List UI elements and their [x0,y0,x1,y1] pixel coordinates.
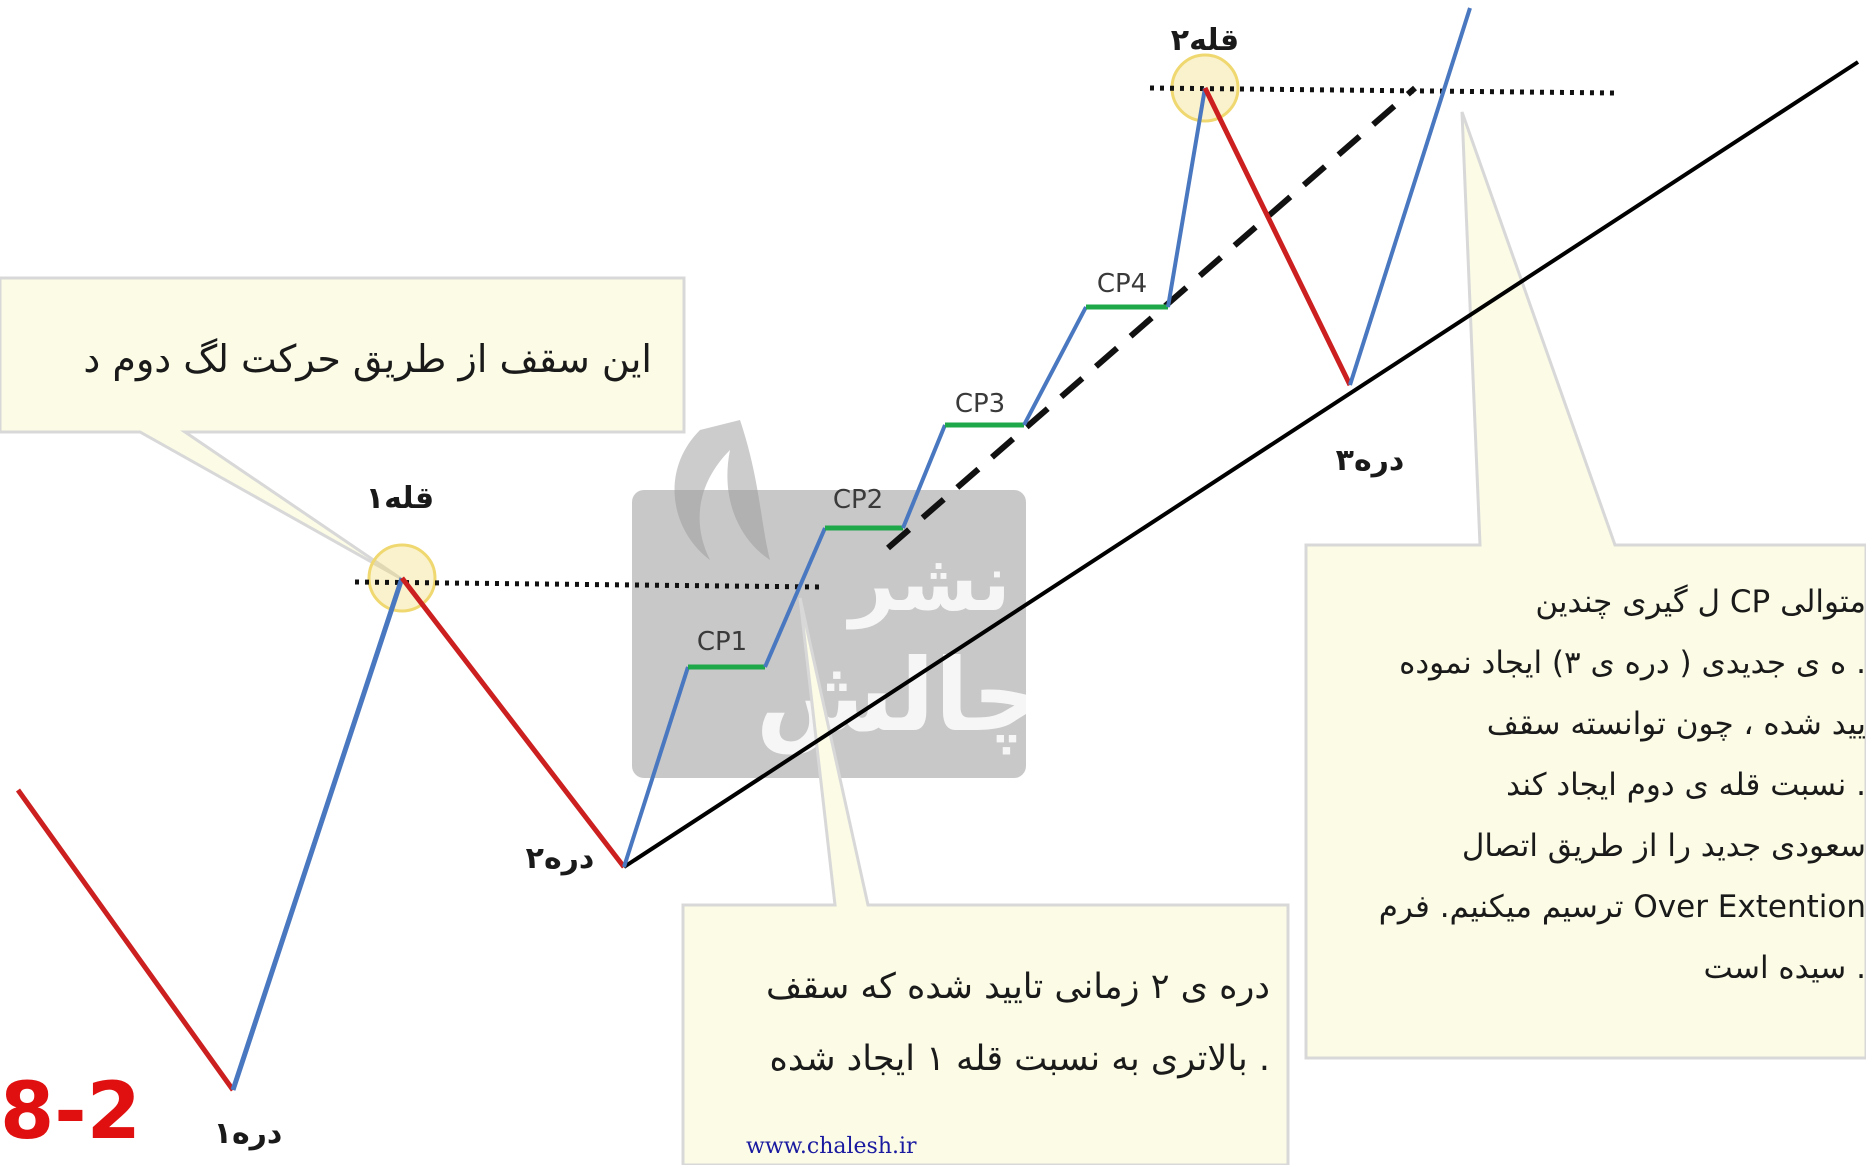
callout-top-left-text: این سقف از طریق حرکت لگ دوم د [83,337,652,382]
channel-dashed-line [886,85,1417,551]
callout-top-left: این سقف از طریق حرکت لگ دوم د [0,276,686,580]
callout-bottom-center: دره ی ۲ زمانی تایید شده که سقف بالاتری ب… [681,597,1290,1165]
up-leg-3a [622,666,690,868]
watermark-line2: چالش [756,637,1045,755]
callout-right-line1: ل گیری چندین CP متوالی [1535,584,1866,620]
cp4-label: CP4 [1097,269,1147,299]
trough2-label: دره۲ [526,841,595,876]
peak2-label: قله۲ [1171,23,1239,58]
down-leg-4 [1202,86,1353,387]
peak1-label: قله۱ [366,481,434,516]
figure-number: 8-2 [0,1067,141,1157]
up-leg-3e [1166,87,1207,308]
callout-right-line6: ترسیم میکنیم. فرم Over Extention [1379,889,1866,925]
callout-bottom-center-line1: دره ی ۲ زمانی تایید شده که سقف [766,967,1270,1007]
callout-right-line5: سعودی جدید را از طریق اتصال [1462,828,1866,864]
callout-bottom-center-line2: بالاتری به نسبت قله ۱ ایجاد شده . [770,1039,1271,1079]
callout-right-line7: سیده است . [1704,950,1866,986]
up-leg-3d [1022,306,1088,426]
trough3-label: دره۳ [1336,443,1405,478]
watermark: نشر چالش [632,420,1044,778]
trough1-label: دره۱ [214,1116,283,1151]
callout-right-line4: نسبت قله ی دوم ایجاد کند . [1506,767,1866,803]
up-leg-3c [901,424,947,529]
down-leg-2 [400,576,626,869]
up-leg-1 [230,577,405,1091]
uptrend-line [622,60,1860,869]
callout-right-line2: ه ی جدیدی ( دره ی ۳) ایجاد نموده . [1399,645,1866,681]
up-leg-3b [763,527,827,668]
callout-right-line3: یید شده ، چون توانسته سقف [1487,706,1866,742]
callout-right: ل گیری چندین CP متوالی ه ی جدیدی ( دره ی… [1304,111,1866,1060]
peak1-resistance-line [354,579,823,590]
cp3-label: CP3 [955,389,1005,419]
down-leg-0 [15,788,236,1092]
watermark-line1: نشر [845,536,1010,630]
up-leg-5 [1348,7,1472,386]
cp1-label: CP1 [697,627,747,657]
cp2-label: CP2 [833,485,883,515]
website-url: www.chalesh.ir [746,1134,917,1159]
peak2-resistance-line [1149,85,1616,96]
